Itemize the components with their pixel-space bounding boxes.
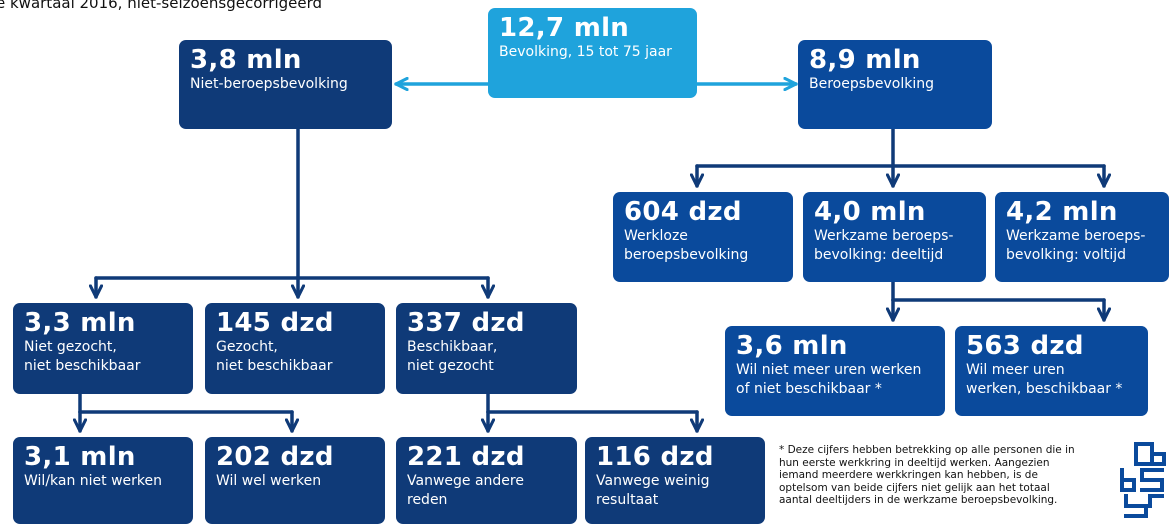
node-other-reason: 221 dzd Vanwege andere reden xyxy=(396,437,577,524)
node-label: Beschikbaar, niet gezocht xyxy=(407,339,498,374)
node-available-not-sought: 337 dzd Beschikbaar, niet gezocht xyxy=(396,303,577,394)
node-employed-parttime: 4,0 mln Werkzame beroeps- bevolking: dee… xyxy=(803,192,986,282)
cbs-logo-icon xyxy=(1120,442,1166,518)
node-label: Gezocht, niet beschikbaar xyxy=(216,339,333,374)
node-label: Werkzame beroeps- bevolking: deeltijd xyxy=(814,228,954,263)
node-value: 8,9 mln xyxy=(809,45,921,75)
node-non-labour-force: 3,8 mln Niet-beroepsbevolking xyxy=(179,40,392,129)
node-label: Bevolking, 15 tot 75 jaar xyxy=(499,44,672,60)
node-sought-not-available: 145 dzd Gezocht, niet beschikbaar xyxy=(205,303,385,394)
node-value: 221 dzd xyxy=(407,442,525,472)
node-value: 563 dzd xyxy=(966,331,1084,361)
chart-subtitle: e kwartaal 2016, niet-seizoensgecorrigee… xyxy=(0,0,323,12)
node-value: 116 dzd xyxy=(596,442,714,472)
node-labour-force: 8,9 mln Beroepsbevolking xyxy=(798,40,992,129)
node-value: 3,1 mln xyxy=(24,442,136,472)
node-label: Wil niet meer uren werken of niet beschi… xyxy=(736,362,922,397)
node-label: Vanwege weinig resultaat xyxy=(596,473,710,508)
node-value: 3,3 mln xyxy=(24,308,136,338)
node-label: Werkloze beroepsbevolking xyxy=(624,228,749,263)
node-label: Niet-beroepsbevolking xyxy=(190,76,348,92)
node-more-hours: 563 dzd Wil meer uren werken, beschikbaa… xyxy=(955,326,1148,416)
node-label: Niet gezocht, niet beschikbaar xyxy=(24,339,141,374)
node-value: 145 dzd xyxy=(216,308,334,338)
node-value: 337 dzd xyxy=(407,308,525,338)
node-value: 4,0 mln xyxy=(814,197,926,227)
node-cannot-work: 3,1 mln Wil/kan niet werken xyxy=(13,437,193,524)
node-value: 4,2 mln xyxy=(1006,197,1118,227)
node-wants-work: 202 dzd Wil wel werken xyxy=(205,437,385,524)
node-value: 202 dzd xyxy=(216,442,334,472)
node-no-more-hours: 3,6 mln Wil niet meer uren werken of nie… xyxy=(725,326,945,416)
node-value: 12,7 mln xyxy=(499,13,630,43)
node-label: Wil wel werken xyxy=(216,473,322,489)
node-label: Wil meer uren werken, beschikbaar * xyxy=(966,362,1123,397)
node-label: Wil/kan niet werken xyxy=(24,473,163,489)
node-label: Werkzame beroeps- bevolking: voltijd xyxy=(1006,228,1146,263)
node-population: 12,7 mln Bevolking, 15 tot 75 jaar xyxy=(488,8,697,98)
node-label: Vanwege andere reden xyxy=(407,473,524,508)
node-not-sought-not-available: 3,3 mln Niet gezocht, niet beschikbaar xyxy=(13,303,193,394)
footnote: * Deze cijfers hebben betrekking op alle… xyxy=(779,444,1075,507)
node-value: 604 dzd xyxy=(624,197,742,227)
node-value: 3,6 mln xyxy=(736,331,848,361)
node-label: Beroepsbevolking xyxy=(809,76,935,92)
node-little-result: 116 dzd Vanwege weinig resultaat xyxy=(585,437,765,524)
node-value: 3,8 mln xyxy=(190,45,302,75)
node-unemployed: 604 dzd Werkloze beroepsbevolking xyxy=(613,192,793,282)
node-employed-fulltime: 4,2 mln Werkzame beroeps- bevolking: vol… xyxy=(995,192,1169,282)
